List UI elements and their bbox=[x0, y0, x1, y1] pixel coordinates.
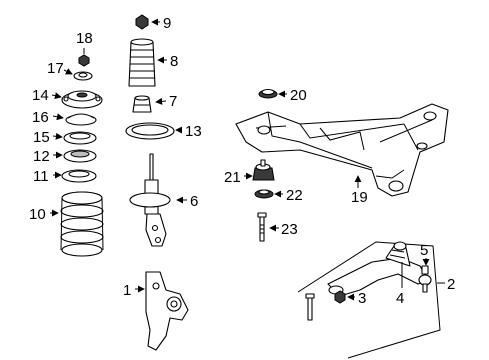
callout-22: 22 bbox=[286, 187, 303, 204]
callout-14: 14 bbox=[32, 87, 49, 104]
callout-6: 6 bbox=[190, 193, 198, 210]
part-16-insulator bbox=[65, 113, 97, 126]
assembly-box bbox=[297, 241, 441, 359]
callout-18: 18 bbox=[76, 30, 93, 47]
part-13-seal-ring bbox=[125, 122, 175, 140]
leader-7 bbox=[155, 97, 167, 105]
callout-8: 8 bbox=[170, 53, 178, 70]
part-23-bolt bbox=[257, 212, 267, 242]
callout-15: 15 bbox=[33, 129, 50, 146]
leader-16 bbox=[52, 113, 64, 121]
part-21-cradle-mount bbox=[252, 159, 275, 181]
part-5-ball-joint bbox=[418, 265, 432, 293]
callout-13: 13 bbox=[185, 123, 202, 140]
callout-9: 9 bbox=[163, 15, 171, 32]
callout-20: 20 bbox=[290, 87, 307, 104]
part-7-bump-stop bbox=[132, 95, 152, 113]
callout-2: 2 bbox=[447, 276, 455, 293]
part-8-dust-boot bbox=[128, 38, 156, 87]
leader-17 bbox=[63, 68, 73, 75]
part-1-knuckle bbox=[145, 271, 189, 351]
callout-17: 17 bbox=[47, 60, 64, 77]
part-10-coil-spring bbox=[60, 191, 104, 257]
part-12-spring-seat bbox=[63, 149, 97, 163]
part-14-strut-mount bbox=[61, 90, 103, 109]
part-11-spring-insulator bbox=[61, 169, 97, 183]
callout-21: 21 bbox=[224, 169, 241, 186]
callout-10: 10 bbox=[29, 206, 46, 223]
part-17-washer bbox=[73, 71, 93, 81]
leader-14 bbox=[51, 92, 62, 100]
part-6-strut bbox=[129, 153, 171, 247]
callout-3: 3 bbox=[358, 290, 366, 307]
part-2-control-arm-assembly bbox=[297, 241, 441, 359]
part-18-nut bbox=[78, 54, 90, 67]
callout-7: 7 bbox=[169, 93, 177, 110]
callout-5: 5 bbox=[420, 242, 428, 259]
control-arm-bolt bbox=[305, 293, 315, 321]
part-22-cradle-mount bbox=[254, 189, 274, 199]
part-19-engine-cradle bbox=[235, 103, 449, 197]
callout-12: 12 bbox=[33, 148, 50, 165]
callout-16: 16 bbox=[32, 109, 49, 126]
part-15-bearing bbox=[63, 131, 97, 145]
part-20-insulator bbox=[258, 88, 278, 99]
part-4-bushing bbox=[393, 241, 407, 251]
callout-19: 19 bbox=[351, 189, 368, 206]
leader-15 bbox=[52, 132, 63, 140]
callout-4: 4 bbox=[396, 290, 404, 307]
part-3-nut bbox=[334, 290, 346, 304]
callout-23: 23 bbox=[281, 221, 298, 238]
callout-11: 11 bbox=[33, 168, 49, 185]
part-9-top-nut bbox=[135, 14, 149, 30]
callout-1: 1 bbox=[123, 282, 131, 299]
